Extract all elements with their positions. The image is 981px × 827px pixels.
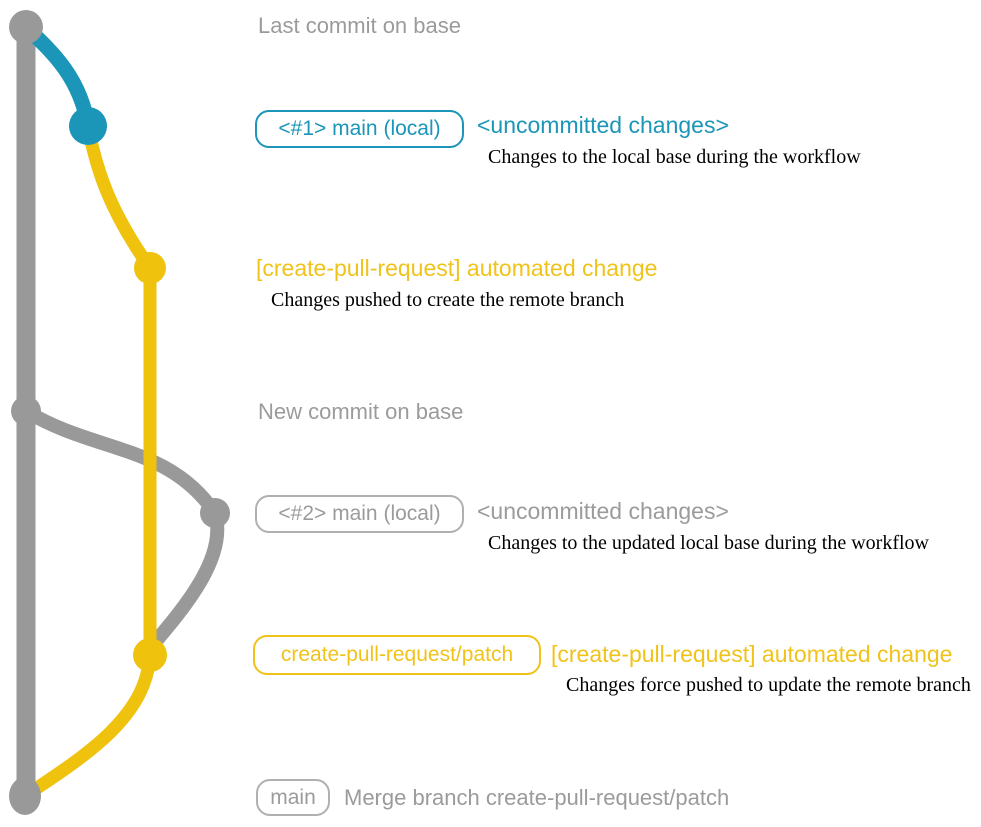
new-base-to-local-edge: [19, 404, 222, 520]
heading-automated-change-2: [create-pull-request] automated change: [551, 641, 953, 667]
commit-node-automated-1: [134, 252, 166, 284]
heading-automated-change-1: [create-pull-request] automated change: [256, 255, 658, 281]
description-force-push-remote: Changes force pushed to update the remot…: [566, 674, 971, 696]
commit-node-new-base: [11, 396, 41, 426]
description-updated-local-base-changes: Changes to the updated local base during…: [488, 532, 929, 554]
branch-badge-main: main: [256, 779, 330, 816]
commit-graph: [9, 10, 230, 815]
heading-uncommitted-changes-1: <uncommitted changes>: [477, 112, 729, 138]
commit-node-local-2: [200, 498, 230, 528]
branch-badge-create-pull-request-patch: create-pull-request/patch: [253, 635, 541, 675]
local-changes-to-patch-edge: [144, 506, 225, 654]
caption-last-commit-on-base: Last commit on base: [258, 13, 461, 38]
heading-uncommitted-changes-2: <uncommitted changes>: [477, 498, 729, 524]
merge-edge: [18, 648, 157, 803]
branch-badge-main-local-1: <#1> main (local): [255, 110, 464, 148]
commit-node-last-base: [9, 10, 43, 44]
commit-node-automated-2: [133, 638, 167, 672]
description-local-base-changes: Changes to the local base during the wor…: [488, 146, 861, 168]
description-push-create-remote: Changes pushed to create the remote bran…: [271, 289, 625, 311]
caption-new-commit-on-base: New commit on base: [258, 399, 464, 424]
commit-node-local-1: [69, 107, 107, 145]
caption-merge-branch: Merge branch create-pull-request/patch: [344, 785, 730, 810]
push-to-remote-edge: [81, 119, 157, 275]
branch-badge-main-local-2: <#2> main (local): [255, 495, 464, 533]
commit-node-merge: [9, 777, 41, 815]
